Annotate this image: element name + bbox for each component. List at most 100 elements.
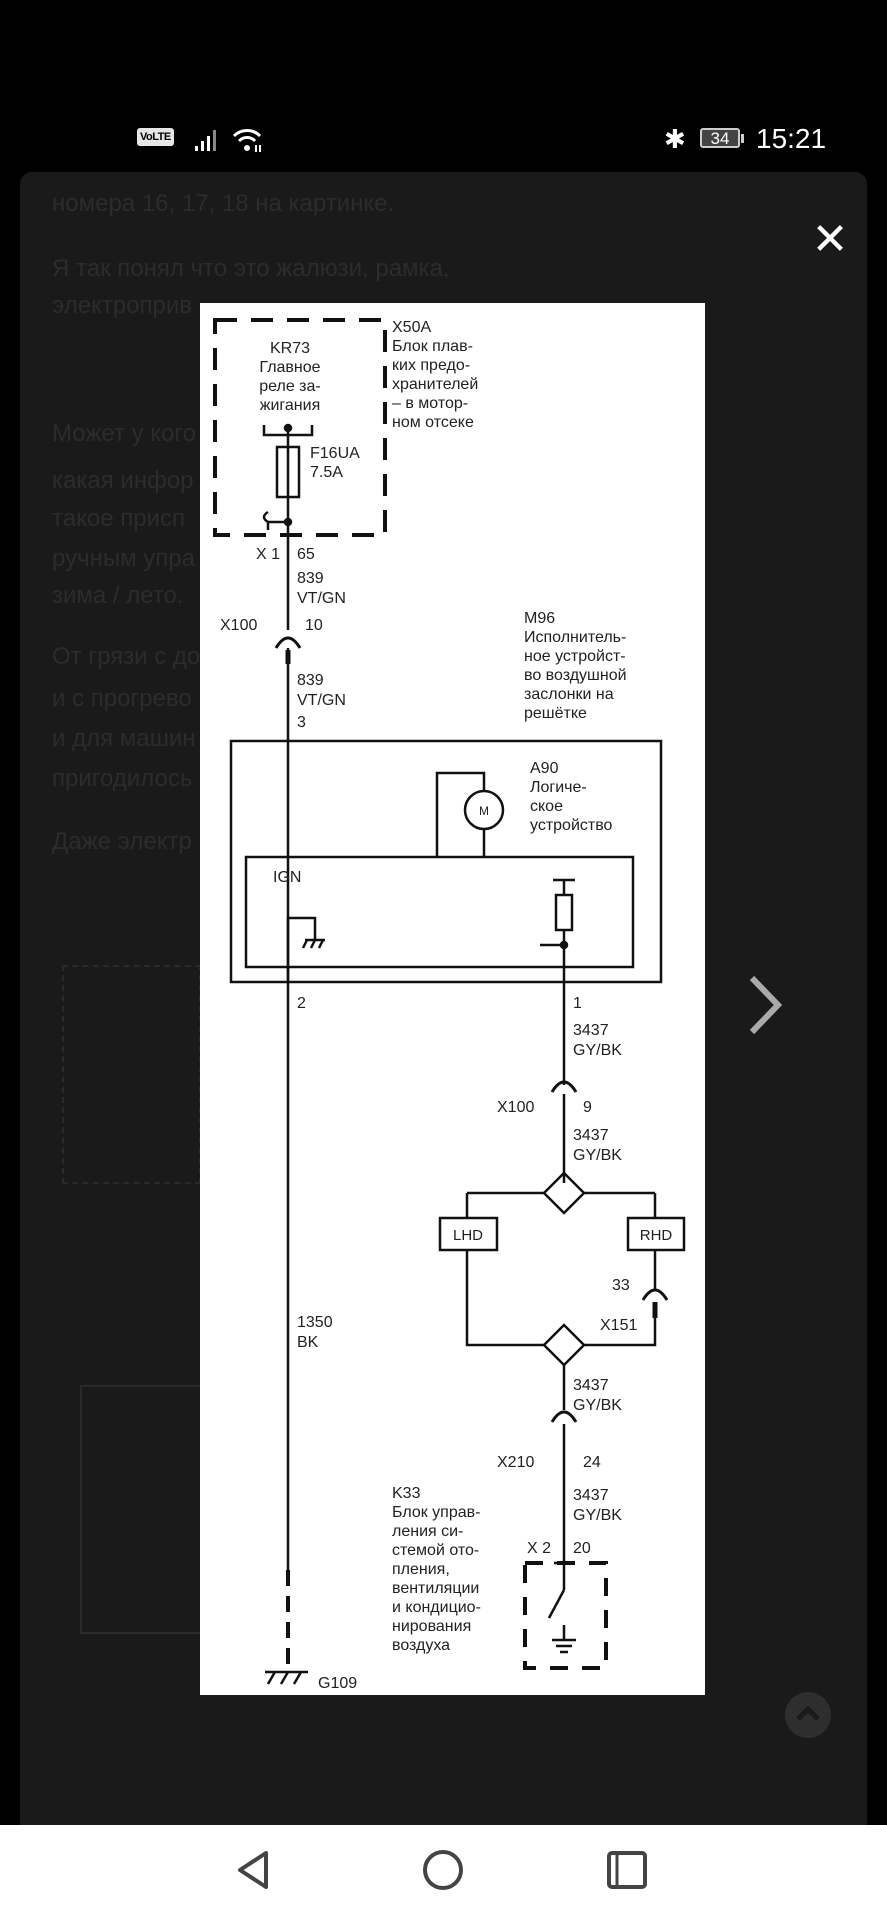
article-line: Даже электр — [52, 828, 192, 855]
wire-number: 3437 — [573, 1487, 609, 1504]
k33-label: Блок управ- — [392, 1504, 480, 1521]
x151-connector: X151 — [600, 1317, 637, 1334]
a90-label: Логиче- — [530, 779, 587, 796]
m96-label: решётке — [524, 705, 587, 722]
a90-pin: 2 — [297, 995, 306, 1012]
k33-label: стемой ото- — [392, 1542, 479, 1559]
x50a-label: хранителей — [392, 376, 478, 393]
article-line: и для машин — [52, 725, 196, 752]
a90-pin: 1 — [573, 995, 582, 1012]
diagram-labels: KR73 Главное реле за- жигания X50A Блок … — [220, 319, 672, 1692]
motor-label: M — [479, 804, 489, 818]
background-diagram — [62, 965, 201, 1184]
article-line: зима / лето. — [52, 582, 184, 609]
wire-color: VT/GN — [297, 590, 346, 607]
article-line: Может у кого — [52, 420, 196, 447]
x2-pin: 20 — [573, 1540, 591, 1557]
bluetooth-icon: ✱ — [664, 124, 686, 154]
x50a-label: ких предо- — [392, 357, 470, 374]
chevron-right-icon[interactable] — [740, 970, 790, 1040]
signal-icon — [195, 130, 216, 151]
wire-color: GY/BK — [573, 1507, 622, 1524]
wire-number: 3437 — [573, 1377, 609, 1394]
background-diagram — [80, 1385, 204, 1634]
rhd-label: RHD — [640, 1227, 673, 1244]
x1-connector: X 1 — [256, 546, 280, 563]
kr73-label: реле за- — [259, 378, 321, 395]
article-line: От грязи с до — [52, 643, 201, 670]
k33-label: и кондицио- — [392, 1599, 481, 1616]
recents-icon[interactable] — [600, 1845, 656, 1895]
wiring-diagram: KR73 Главное реле за- жигания X50A Блок … — [213, 318, 686, 1692]
x100-connector: X100 — [220, 617, 257, 634]
x50a-label: – в мотор- — [392, 395, 468, 412]
x50a-label: ном отсеке — [392, 414, 474, 431]
wire-number: 3437 — [573, 1127, 609, 1144]
m96-label: заслонки на — [524, 686, 614, 703]
lhd-box — [438, 1216, 499, 1252]
back-icon[interactable] — [230, 1845, 286, 1895]
wiring-diagram-image[interactable]: KR73 Главное реле за- жигания X50A Блок … — [200, 303, 705, 1695]
splice-diamond-bottom — [542, 1323, 586, 1367]
wire-number: 839 — [297, 672, 324, 689]
article-line: номера 16, 17, 18 на картинке. — [52, 190, 395, 217]
a90-label: ское — [530, 798, 563, 815]
m96-code: M96 — [524, 610, 555, 627]
wire-color: VT/GN — [297, 692, 346, 709]
wire-color: GY/BK — [573, 1042, 622, 1059]
a90-pin: 3 — [297, 714, 306, 731]
wire-number: 1350 — [297, 1314, 333, 1331]
a90-inner-box — [244, 855, 635, 969]
wire-color: GY/BK — [573, 1397, 622, 1414]
close-icon[interactable]: ✕ — [811, 215, 849, 264]
a90-code: A90 — [530, 760, 559, 777]
k33-label: ления си- — [392, 1523, 463, 1540]
navigation-bar — [0, 1825, 887, 1920]
kr73-label: жигания — [260, 397, 320, 414]
kr73-dashed-box — [213, 318, 387, 537]
article-line: Я так понял что это жалюзи, рамка, — [52, 255, 450, 282]
k33-label: вентиляции — [392, 1580, 479, 1597]
x1-pin: 65 — [297, 546, 315, 563]
k33-code: K33 — [392, 1485, 421, 1502]
k33-label: нирования — [392, 1618, 471, 1635]
article-line: электроприв — [52, 292, 193, 319]
article-line: и с прогрево — [52, 685, 192, 712]
battery-icon: 34 — [700, 128, 744, 148]
wifi-icon — [232, 129, 262, 152]
a90-label: устройство — [530, 817, 613, 834]
status-bar: VoLTE ✱ 34 15:21 — [0, 0, 887, 172]
m96-label: ное устройст- — [524, 648, 626, 665]
x151-pin: 33 — [612, 1277, 630, 1294]
kr73-label: Главное — [259, 359, 320, 376]
kr73-code: KR73 — [270, 340, 310, 357]
volte-icon: VoLTE — [137, 128, 174, 146]
k33-label: воздуха — [392, 1637, 450, 1654]
chevron-up-icon[interactable] — [785, 1692, 831, 1738]
wire-color: GY/BK — [573, 1147, 622, 1164]
x100-connector: X100 — [497, 1099, 534, 1116]
fuse-code: F16UA — [310, 445, 360, 462]
m96-label: во воздушной — [524, 667, 627, 684]
clock: 15:21 — [756, 123, 827, 154]
x210-connector: X210 — [497, 1454, 534, 1471]
article-line: ручным упра — [52, 545, 195, 572]
x50a-label: Блок плав- — [392, 338, 473, 355]
lhd-label: LHD — [453, 1227, 483, 1244]
k33-label: пления, — [392, 1561, 450, 1578]
wire-number: 839 — [297, 570, 324, 587]
fuse-symbol — [275, 445, 301, 499]
x100-pin: 9 — [583, 1099, 592, 1116]
article-line: пригодилось — [52, 765, 193, 792]
x2-connector: X 2 — [527, 1540, 551, 1557]
wire-number: 3437 — [573, 1022, 609, 1039]
fuse-rating: 7.5A — [310, 464, 343, 481]
m96-label: Исполнитель- — [524, 629, 626, 646]
splice-diamond-top — [542, 1171, 586, 1215]
a90-outer-box — [229, 739, 663, 984]
wire-color: BK — [297, 1334, 319, 1351]
x50a-code: X50A — [392, 319, 431, 336]
ground-label: G109 — [318, 1675, 357, 1692]
home-icon[interactable] — [415, 1845, 471, 1895]
article-line: такое присп — [52, 505, 185, 532]
